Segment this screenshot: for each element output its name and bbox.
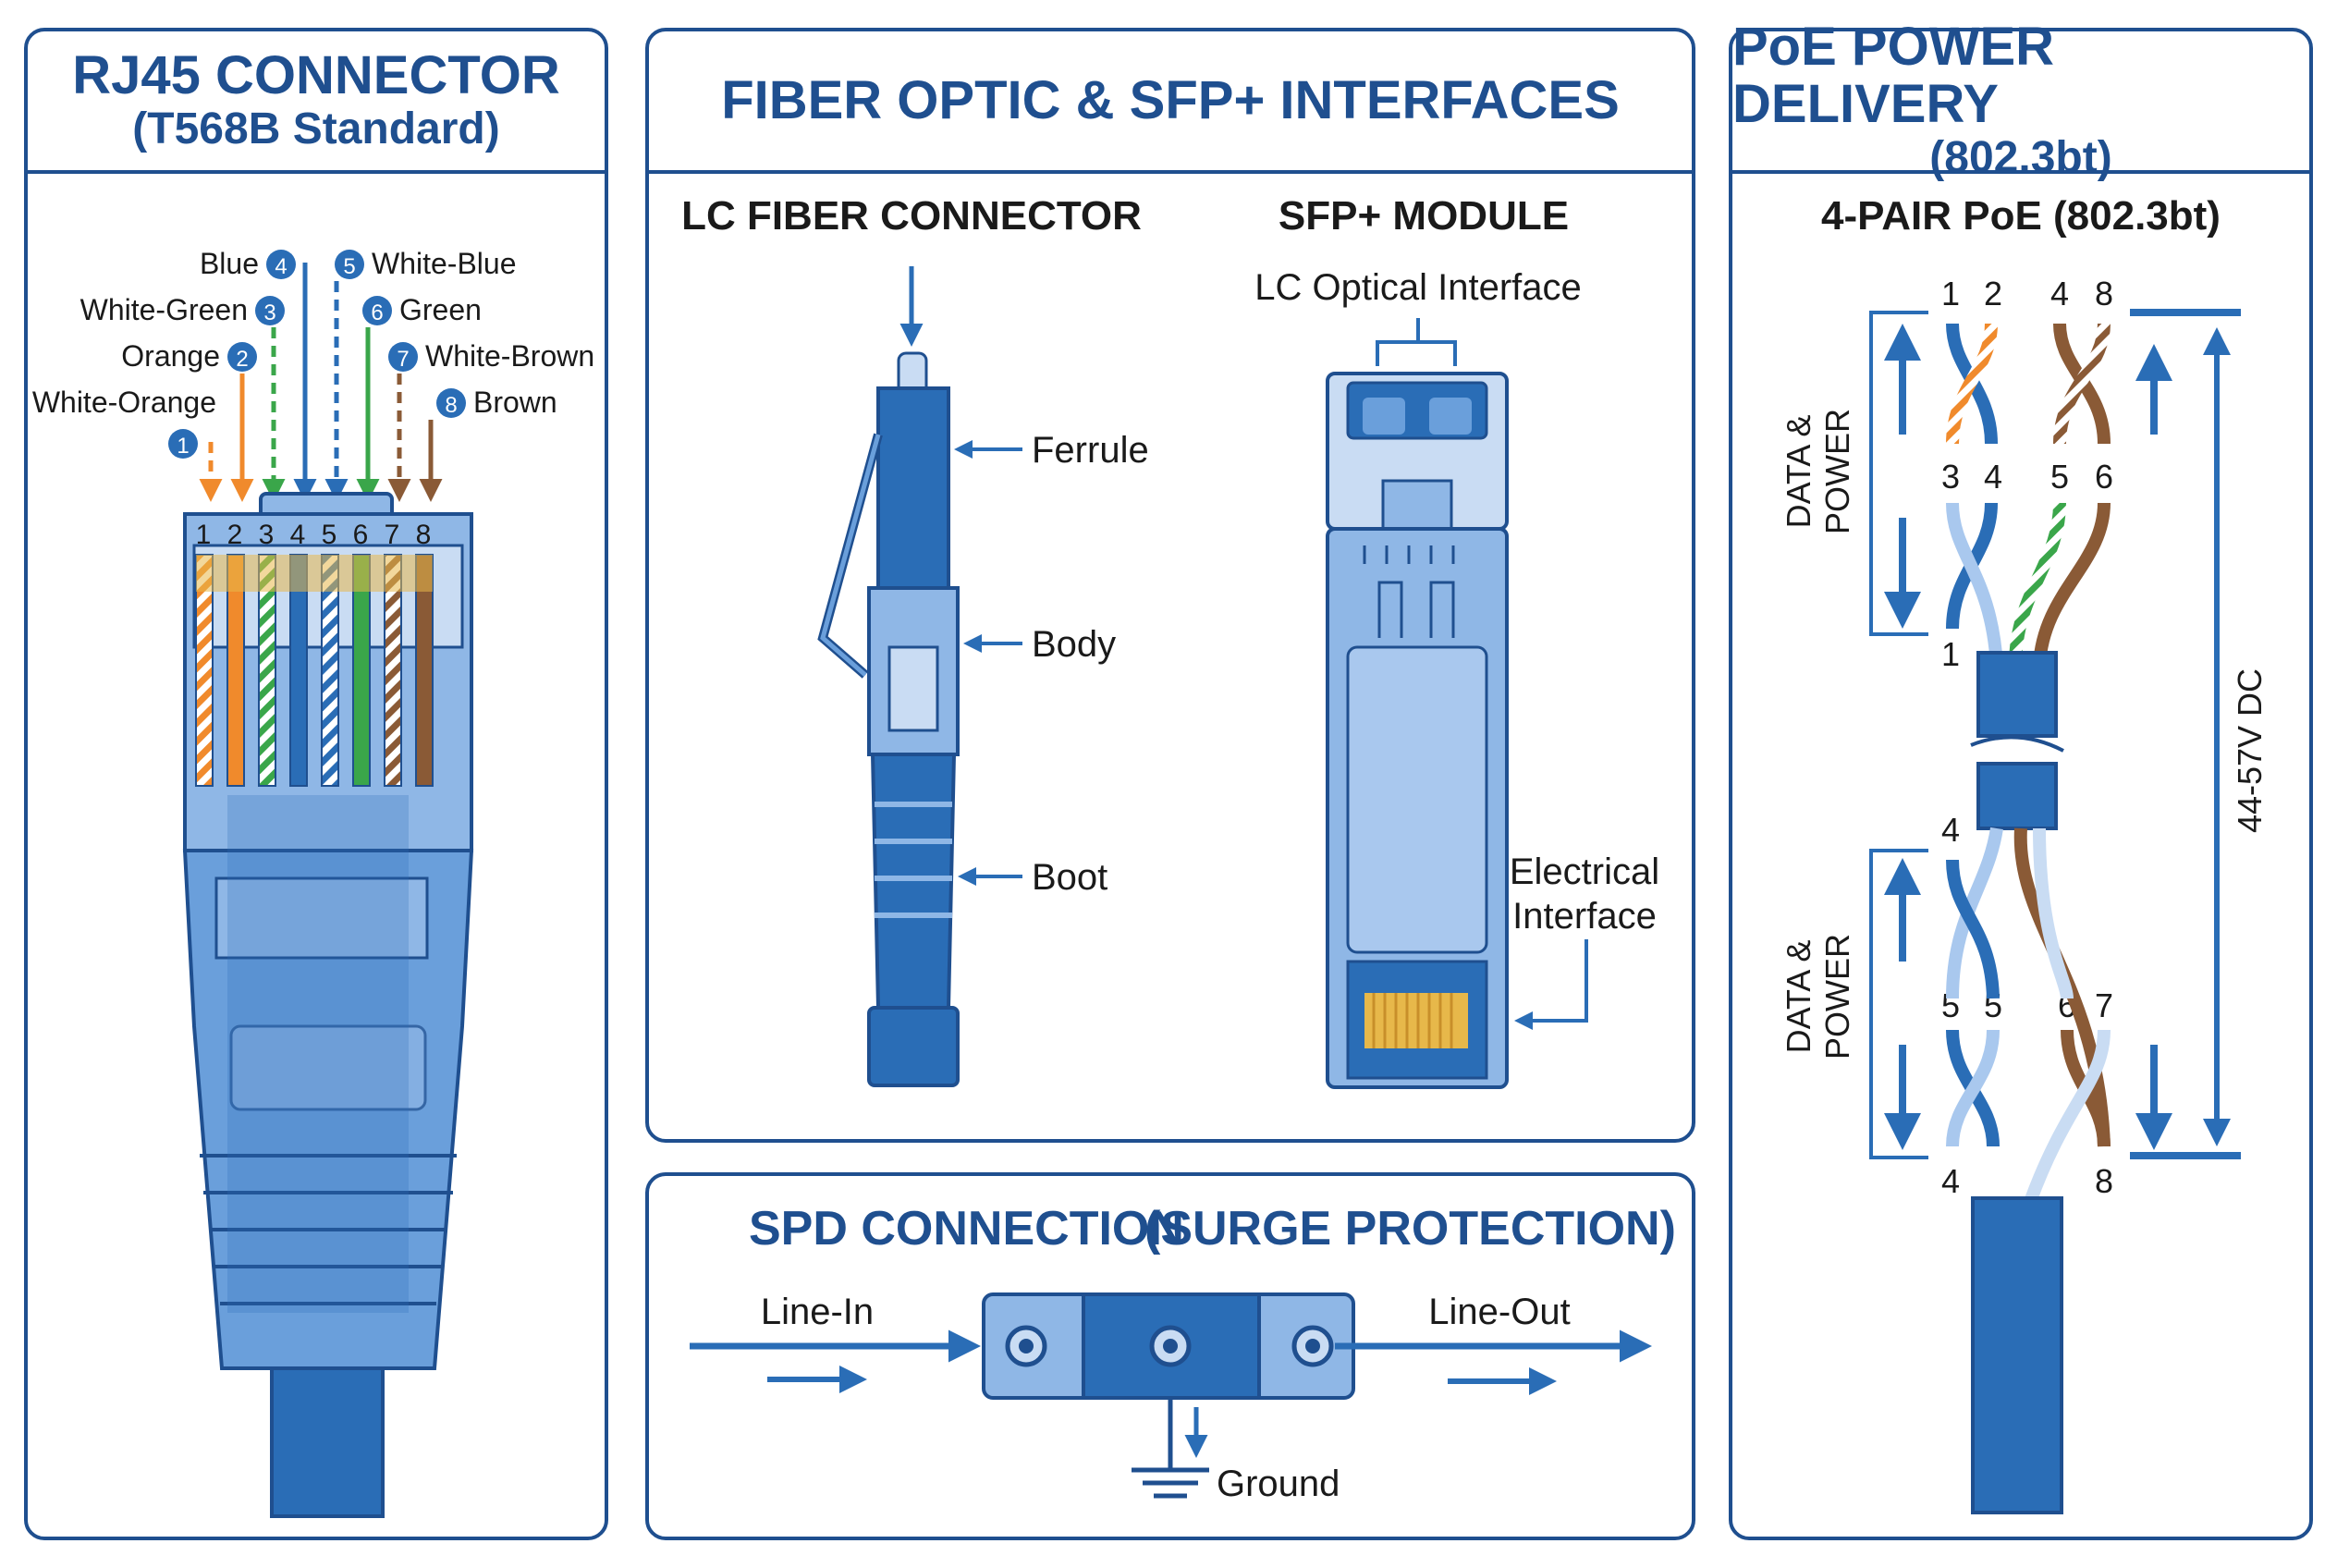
svg-text:1: 1 [1941, 635, 1960, 673]
svg-text:4: 4 [1941, 811, 1960, 849]
lc-boot-label: Boot [1032, 857, 1107, 898]
poe-title: PoE POWER DELIVERY [1732, 17, 2055, 134]
svg-text:3: 3 [1941, 458, 1960, 496]
num-badge-7 [388, 342, 418, 372]
svg-text:5: 5 [343, 254, 355, 279]
spd-title: SPD CONNECTION (SURGE PROTECTION) [749, 1202, 1676, 1256]
svg-text:6: 6 [2095, 458, 2113, 496]
fiber-panel: FIBER OPTIC & SFP+ INTERFACES [645, 28, 1695, 1143]
svg-text:1: 1 [177, 434, 189, 459]
svg-text:7: 7 [385, 520, 400, 550]
rj45-pin-arrows [199, 263, 443, 502]
lc-connector [817, 266, 960, 1087]
svg-text:2: 2 [1984, 275, 2002, 312]
poe-subtitle: (802.3bt) [1929, 133, 2112, 182]
label-white-blue: White-Blue [372, 247, 517, 280]
rj45-title: RJ45 CONNECTOR [72, 45, 560, 105]
svg-text:3: 3 [263, 300, 275, 325]
lc-callouts: Ferrule Body Boot [954, 430, 1149, 898]
fiber-title: FIBER OPTIC & SFP+ INTERFACES [721, 70, 1620, 130]
rj45-header: RJ45 CONNECTOR (T568B Standard) [28, 31, 605, 174]
svg-text:3: 3 [259, 520, 275, 550]
svg-text:4: 4 [1984, 458, 2002, 496]
data-power-top-1: DATA & [1780, 415, 1817, 529]
spd-diagram: Line-In Line-Out Ground [690, 1292, 1652, 1504]
num-badge-8 [436, 388, 466, 418]
svg-text:8: 8 [2095, 1162, 2113, 1200]
num-badge-2 [227, 342, 257, 372]
label-green: Green [399, 293, 482, 326]
poe-wires [1869, 309, 2241, 1514]
lc-body-label: Body [1032, 624, 1116, 665]
label-blue: Blue [200, 247, 259, 280]
num-badge-4 [266, 250, 296, 279]
lc-heading: LC FIBER CONNECTOR [681, 193, 1142, 239]
data-power-top-2: POWER [1818, 409, 1856, 534]
svg-text:4: 4 [290, 520, 306, 550]
svg-text:5: 5 [322, 520, 337, 550]
label-white-orange: White-Orange [32, 386, 216, 419]
sfp-heading: SFP+ MODULE [1279, 193, 1569, 239]
data-power-bottom-1: DATA & [1780, 940, 1817, 1054]
svg-text:2: 2 [227, 520, 243, 550]
poe-header: PoE POWER DELIVERY (802.3bt) [1732, 18, 2309, 182]
svg-text:7: 7 [2095, 986, 2113, 1024]
label-white-brown: White-Brown [425, 339, 594, 373]
spd-title-main: SPD CONNECTION [749, 1202, 1184, 1256]
svg-text:7: 7 [397, 347, 409, 372]
svg-text:1: 1 [1941, 275, 1960, 312]
svg-text:2: 2 [236, 347, 248, 372]
data-power-bottom-2: POWER [1818, 934, 1856, 1060]
poe-heading: 4-PAIR PoE (802.3bt) [1821, 193, 2221, 239]
label-brown: Brown [473, 386, 557, 419]
rj45-pin-wires [195, 554, 434, 787]
num-badge-6 [362, 296, 392, 325]
fiber-header: FIBER OPTIC & SFP+ INTERFACES [649, 31, 1692, 174]
lc-ferrule-label: Ferrule [1032, 430, 1149, 471]
label-white-green: White-Green [80, 293, 248, 326]
num-badge-3 [255, 296, 285, 325]
spd-title-paren: (SURGE PROTECTION) [1144, 1202, 1676, 1256]
num-badge-5 [335, 250, 364, 279]
spd-ground-label: Ground [1217, 1464, 1340, 1504]
num-badge-1 [168, 429, 198, 459]
svg-text:8: 8 [416, 520, 432, 550]
rj45-subtitle: (T568B Standard) [132, 104, 500, 153]
label-orange: Orange [121, 339, 220, 373]
sfp-module [1326, 318, 1588, 1089]
poe-side-labels: DATA & POWER DATA & POWER 44-57V DC [1780, 409, 2269, 1060]
spd-line-out-label: Line-Out [1428, 1292, 1570, 1332]
svg-text:6: 6 [353, 520, 369, 550]
spd-line-in-label: Line-In [761, 1292, 874, 1332]
svg-text:5: 5 [2050, 458, 2069, 496]
rj45-pin-numbers: 1 2 3 4 5 6 7 8 [196, 520, 432, 550]
svg-text:6: 6 [371, 300, 383, 325]
svg-text:8: 8 [2095, 275, 2113, 312]
svg-text:4: 4 [275, 254, 287, 279]
svg-text:4: 4 [2050, 275, 2069, 312]
svg-text:4: 4 [1941, 1162, 1960, 1200]
rj45-wire-labels: Blue 4 White-Green 3 Orange 2 White-Oran… [32, 247, 594, 459]
sfp-electrical-label-1: Electrical [1510, 851, 1659, 892]
svg-text:1: 1 [196, 520, 212, 550]
poe-numbers: 1 2 4 8 3 4 5 6 1 4 5 5 6 7 4 8 [1941, 275, 2113, 1200]
sfp-optical-label: LC Optical Interface [1254, 267, 1582, 308]
sfp-electrical-label-2: Interface [1512, 896, 1657, 937]
svg-text:8: 8 [445, 393, 457, 418]
voltage-label: 44-57V DC [2231, 668, 2269, 833]
